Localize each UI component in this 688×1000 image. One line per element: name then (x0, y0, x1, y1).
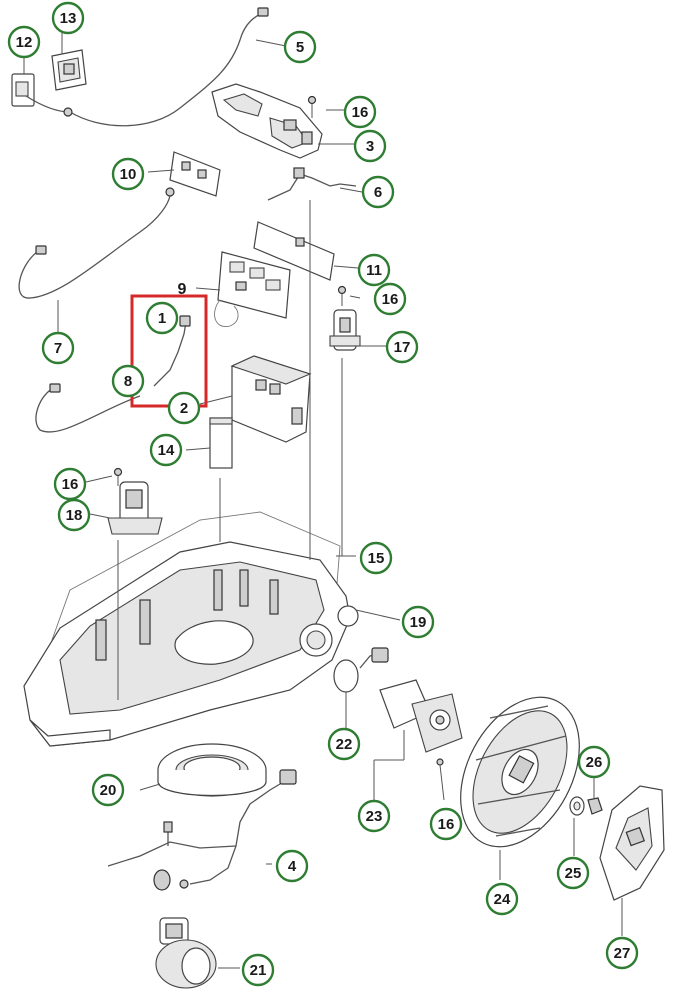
callout-16-mid: 16 (373, 282, 407, 316)
part-16-screw-bottom (436, 758, 445, 801)
svg-text:12: 12 (16, 34, 33, 51)
part-4-harness (107, 769, 297, 891)
svg-text:17: 17 (394, 339, 411, 356)
svg-text:24: 24 (494, 891, 511, 908)
svg-text:3: 3 (366, 138, 374, 155)
svg-text:20: 20 (100, 782, 117, 799)
callout-27: 27 (605, 936, 639, 970)
svg-text:7: 7 (54, 340, 62, 357)
callout-5: 5 (283, 30, 317, 64)
callout-24: 24 (485, 882, 519, 916)
svg-text:21: 21 (250, 962, 267, 979)
callout-20: 20 (91, 773, 125, 807)
part-8-long-cable (35, 383, 141, 433)
part-25-washer (569, 796, 585, 816)
part-11-board (253, 221, 335, 281)
svg-text:16: 16 (352, 104, 369, 121)
callout-8: 8 (111, 364, 145, 398)
part-6-cable (267, 167, 357, 201)
svg-text:4: 4 (288, 858, 297, 875)
callout-2: 2 (167, 391, 201, 425)
part-26-nut (587, 797, 603, 815)
part-24-wheel (460, 696, 580, 848)
part-16-screw-left (113, 467, 123, 486)
callout-16-left: 16 (53, 467, 87, 501)
callout-25: 25 (556, 856, 590, 890)
svg-text:16: 16 (62, 476, 79, 493)
callout-1: 1 (145, 301, 179, 335)
part-23-motor (359, 647, 463, 753)
part-21-knob (155, 917, 217, 989)
part-16-screw-mid (337, 285, 347, 306)
callout-14: 14 (149, 433, 183, 467)
callout-16-top: 16 (343, 95, 377, 129)
part-14-block (209, 417, 233, 469)
svg-text:1: 1 (158, 310, 166, 327)
svg-text:25: 25 (565, 865, 582, 882)
callout-3: 3 (353, 129, 387, 163)
svg-text:23: 23 (366, 808, 383, 825)
svg-text:27: 27 (614, 945, 631, 962)
callout-23: 23 (357, 799, 391, 833)
callout-6: 6 (361, 175, 395, 209)
svg-text:8: 8 (124, 373, 132, 390)
callout-19: 19 (401, 605, 435, 639)
svg-text:15: 15 (368, 550, 385, 567)
part-27-hubcap (599, 785, 665, 901)
part-20-ring (157, 743, 267, 797)
svg-text:19: 19 (410, 614, 427, 631)
callout-9: 9 (178, 281, 187, 298)
svg-text:18: 18 (66, 507, 83, 524)
callout-17: 17 (385, 330, 419, 364)
part-10-board (165, 151, 221, 197)
callout-15: 15 (359, 541, 393, 575)
svg-text:26: 26 (586, 754, 603, 771)
part-3-housing (211, 83, 323, 159)
svg-text:9: 9 (178, 281, 187, 298)
leader-lines (23, 32, 623, 969)
part-17-actuator (329, 309, 361, 351)
svg-text:16: 16 (438, 816, 455, 833)
part-22-oring (333, 659, 359, 693)
part-1-8-cable (153, 315, 191, 387)
svg-text:10: 10 (120, 166, 137, 183)
svg-text:14: 14 (158, 442, 175, 459)
callout-26: 26 (577, 745, 611, 779)
part-chassis (23, 541, 359, 747)
svg-text:11: 11 (366, 262, 382, 279)
part-5-cable (25, 7, 269, 127)
callout-21: 21 (241, 953, 275, 987)
svg-text:22: 22 (336, 736, 353, 753)
part-13-bracket (51, 49, 87, 91)
svg-text:13: 13 (60, 10, 77, 27)
callout-7: 7 (41, 331, 75, 365)
part-7-cable (18, 195, 171, 299)
part-12-connector (11, 73, 35, 107)
callout-16-bottom: 16 (429, 807, 463, 841)
part-9-pcb (214, 251, 291, 327)
callout-10: 10 (111, 157, 145, 191)
svg-text:2: 2 (180, 400, 188, 417)
callout-22: 22 (327, 727, 361, 761)
part-2-box (230, 355, 312, 443)
svg-text:5: 5 (296, 39, 304, 56)
callout-13: 13 (51, 1, 85, 35)
svg-text:16: 16 (382, 291, 399, 308)
part-16-screw-top (307, 95, 317, 118)
callout-18: 18 (57, 498, 91, 532)
svg-text:6: 6 (374, 184, 382, 201)
callout-11: 11 (357, 253, 391, 287)
callout-12: 12 (7, 25, 41, 59)
part-18-actuator (107, 481, 163, 535)
callout-4: 4 (275, 849, 309, 883)
